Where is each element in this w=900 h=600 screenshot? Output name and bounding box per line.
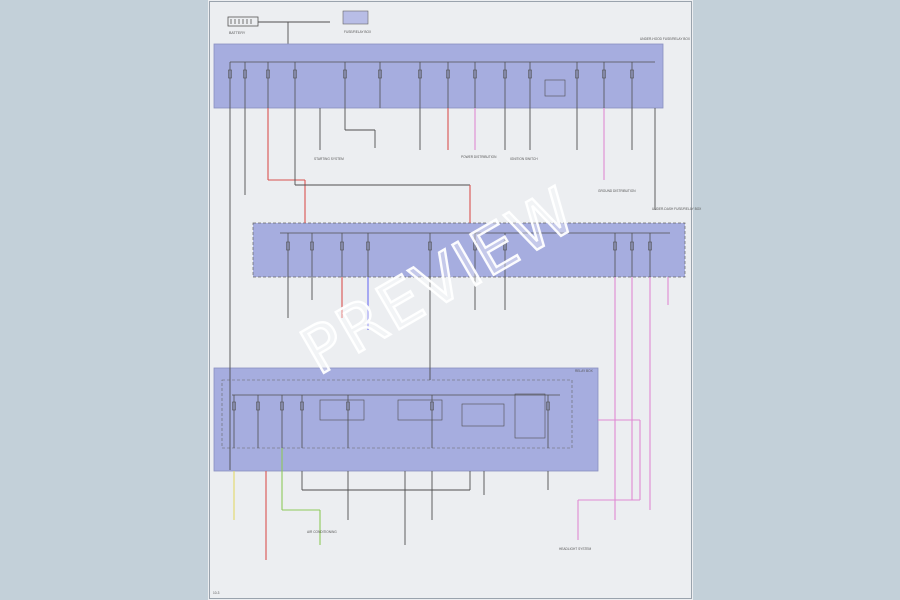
middle-fuse-box-label: UNDER-DASH FUSE/RELAY BOX <box>652 207 702 211</box>
middle-fuse-symbol <box>428 241 432 251</box>
bottom-fuse-symbol <box>346 401 350 411</box>
top-fuse-symbol <box>343 69 347 79</box>
top-fuse-symbol <box>418 69 422 79</box>
top-fuse-symbol <box>228 69 232 79</box>
middle-fuse-symbol <box>473 241 477 251</box>
bottom-relay-subbox <box>221 379 573 449</box>
bottom-fuse-symbol <box>232 401 236 411</box>
top-fuse-columns <box>228 62 634 108</box>
bottom-fuse-columns <box>232 395 550 448</box>
note-f: AIR CONDITIONING <box>307 530 337 534</box>
top-relay-symbol <box>544 79 566 97</box>
top-fuse-symbol <box>266 69 270 79</box>
bottom-relay-box-label: RELAY BOX <box>575 369 594 373</box>
middle-fuse-symbol <box>648 241 652 251</box>
top-fuse-symbol <box>293 69 297 79</box>
middle-fuse-symbol <box>613 241 617 251</box>
bottom-fuse-symbol <box>430 401 434 411</box>
top-fuse-symbol <box>503 69 507 79</box>
middle-fuse-columns <box>286 233 652 277</box>
note-b: POWER DISTRIBUTION <box>461 155 497 159</box>
page-number: 10-3 <box>213 591 220 595</box>
bottom-fuse-symbol <box>280 401 284 411</box>
middle-fuse-symbol <box>366 241 370 251</box>
note-c: IGNITION SWITCH <box>510 157 538 161</box>
top-fuse-symbol <box>602 69 606 79</box>
note-d: GROUND DISTRIBUTION <box>598 189 636 193</box>
bottom-fuse-symbol <box>300 401 304 411</box>
top-fuse-symbol <box>575 69 579 79</box>
battery-label: BATTERY <box>229 31 246 35</box>
middle-fuse-symbol <box>630 241 634 251</box>
top-fuse-symbol <box>630 69 634 79</box>
note-e: HEADLIGHT SYSTEM <box>559 547 592 551</box>
bottom-relay-box <box>213 367 599 472</box>
middle-fuse-box <box>252 222 686 278</box>
middle-fuse-symbol <box>340 241 344 251</box>
top-fuse-symbol <box>243 69 247 79</box>
bottom-fuse-symbol <box>546 401 550 411</box>
top-fuse-box-label: UNDER-HOOD FUSE/RELAY BOX <box>640 37 691 41</box>
top-fuse-symbol <box>446 69 450 79</box>
middle-fuse-symbol <box>310 241 314 251</box>
middle-fuse-symbol <box>286 241 290 251</box>
battery-symbol <box>227 16 259 27</box>
top-right-box-label: FUSE/RELAY BOX <box>344 30 372 34</box>
bottom-fuse-symbol <box>256 401 260 411</box>
component-notes: STARTING SYSTEM POWER DISTRIBUTION IGNIT… <box>307 155 636 551</box>
top-right-box <box>342 10 369 25</box>
bottom-relays <box>319 393 546 439</box>
paper-border <box>209 1 692 599</box>
top-fuse-symbol <box>528 69 532 79</box>
top-fuse-box <box>213 43 664 109</box>
note-a: STARTING SYSTEM <box>314 157 344 161</box>
wiring-runs <box>229 108 669 560</box>
middle-fuse-symbol <box>503 241 507 251</box>
top-fuse-symbol <box>473 69 477 79</box>
top-fuse-symbol <box>378 69 382 79</box>
